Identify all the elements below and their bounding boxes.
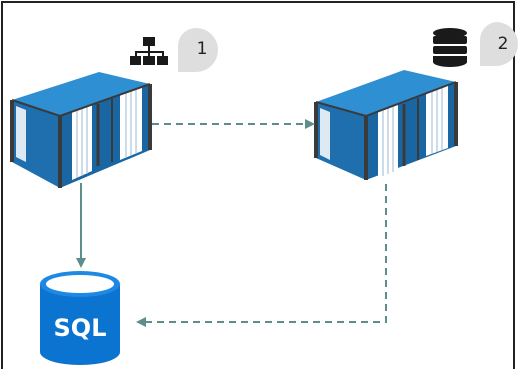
badge-1: 1: [178, 28, 218, 72]
badge-1-label: 1: [197, 39, 208, 59]
badge-2: 2: [479, 22, 518, 66]
database-stack-icon: [433, 28, 467, 67]
sql-label: SQL: [54, 314, 107, 342]
container-2: [314, 70, 458, 180]
hierarchy-icon: [130, 37, 168, 65]
arrow-container2-to-sql: [136, 184, 387, 327]
badge-2-label: 2: [498, 34, 509, 54]
container-1: [10, 72, 152, 188]
sql-database: SQL: [40, 271, 120, 365]
diagram-frame: [1, 1, 515, 369]
